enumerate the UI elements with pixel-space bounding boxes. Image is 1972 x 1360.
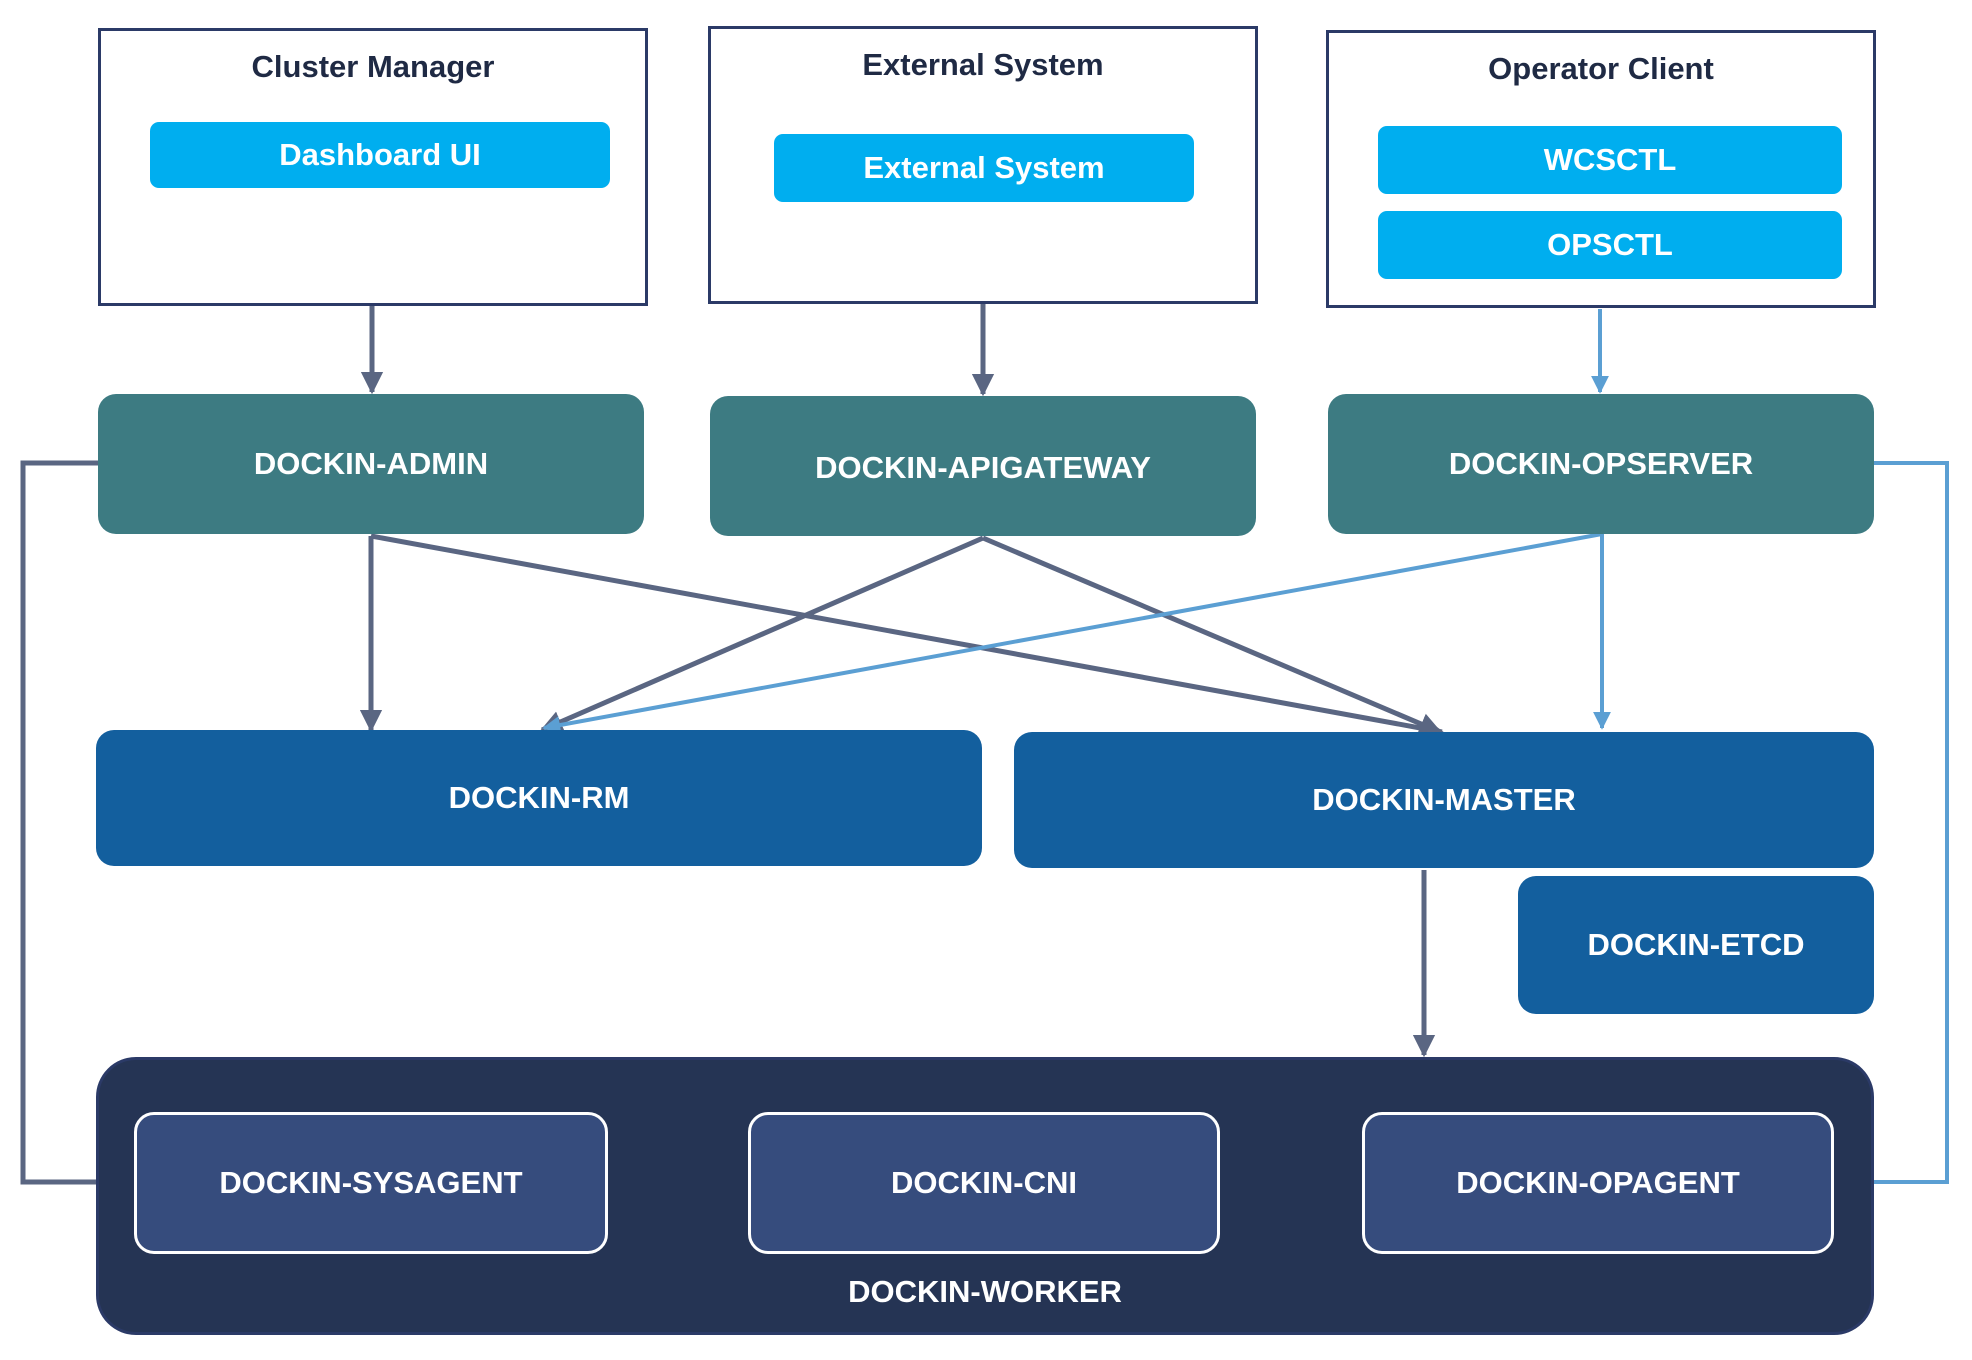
arrow-apigateway-to-master [982, 535, 1443, 735]
dashboard-ui-box: Dashboard UI [150, 122, 610, 188]
dockin-apigateway-box: DOCKIN-APIGATEWAY [710, 396, 1256, 536]
external-system-title: External System [862, 47, 1104, 82]
arrow-apigateway-to-rm [539, 535, 984, 733]
dockin-admin-box: DOCKIN-ADMIN [98, 394, 644, 534]
wcsctl-box: WCSCTL [1378, 126, 1842, 194]
dockin-etcd-box: DOCKIN-ETCD [1518, 876, 1874, 1014]
dockin-cni-box: DOCKIN-CNI [748, 1112, 1220, 1254]
dockin-worker-label: DOCKIN-WORKER [848, 1274, 1122, 1309]
dockin-rm-box: DOCKIN-RM [96, 730, 982, 866]
external-system-box: External System [774, 134, 1194, 202]
dockin-opagent-box: DOCKIN-OPAGENT [1362, 1112, 1834, 1254]
arrow-opserver-to-rm [542, 532, 1603, 734]
dockin-sysagent-box: DOCKIN-SYSAGENT [134, 1112, 608, 1254]
dockin-master-box: DOCKIN-MASTER [1014, 732, 1874, 868]
arrow-opserver-to-opagent [1834, 461, 1949, 1191]
arrow-admin-to-sysagent [20, 460, 135, 1194]
operator-client-title: Operator Client [1488, 51, 1714, 86]
dockin-opserver-box: DOCKIN-OPSERVER [1328, 394, 1874, 534]
arrow-admin-to-master [370, 533, 1445, 740]
opsctl-box: OPSCTL [1378, 211, 1842, 279]
cluster-manager-title: Cluster Manager [251, 49, 495, 84]
